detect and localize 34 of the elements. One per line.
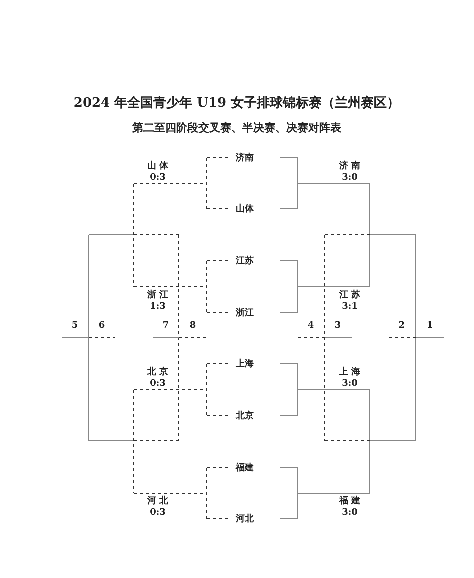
place-number: 2 <box>398 321 406 331</box>
team-name: 济南 <box>236 152 254 164</box>
place-number: 6 <box>98 321 106 331</box>
match-score: 3:0 <box>342 379 358 389</box>
subtitle: 第二至四阶段交叉赛、半决赛、决赛对阵表 <box>132 120 342 136</box>
team-name: 北京 <box>236 410 254 422</box>
team-name: 福建 <box>236 462 254 474</box>
place-number: 4 <box>308 321 314 331</box>
match-score: 0:3 <box>150 379 166 389</box>
place-number: 7 <box>162 321 170 331</box>
match-score: 0:3 <box>150 508 166 518</box>
team-name: 浙江 <box>236 306 254 320</box>
team-name: 河 北 <box>147 494 169 508</box>
match-score: 1:3 <box>150 302 166 312</box>
place-number: 3 <box>334 321 342 331</box>
place-number: 5 <box>72 321 78 331</box>
team-name: 山体 <box>236 202 254 216</box>
team-name: 上海 <box>236 358 254 370</box>
team-name: 福 建 <box>339 494 361 508</box>
title: 2024 年全国青少年 U19 女子排球锦标赛（兰州赛区） <box>74 94 400 112</box>
team-name: 河北 <box>236 512 254 526</box>
match-score: 3:0 <box>342 508 358 518</box>
team-name: 济 南 <box>339 160 361 172</box>
team-name: 江苏 <box>236 254 254 268</box>
team-name: 北 京 <box>147 366 169 378</box>
place-number: 8 <box>190 321 196 331</box>
team-name: 山 体 <box>147 160 169 172</box>
match-score: 3:1 <box>342 302 358 312</box>
team-name: 上 海 <box>339 366 361 378</box>
team-name: 浙 江 <box>147 288 169 302</box>
place-number: 1 <box>426 321 434 331</box>
team-name: 江 苏 <box>339 288 361 302</box>
match-score: 3:0 <box>342 173 358 183</box>
match-score: 0:3 <box>150 173 166 183</box>
